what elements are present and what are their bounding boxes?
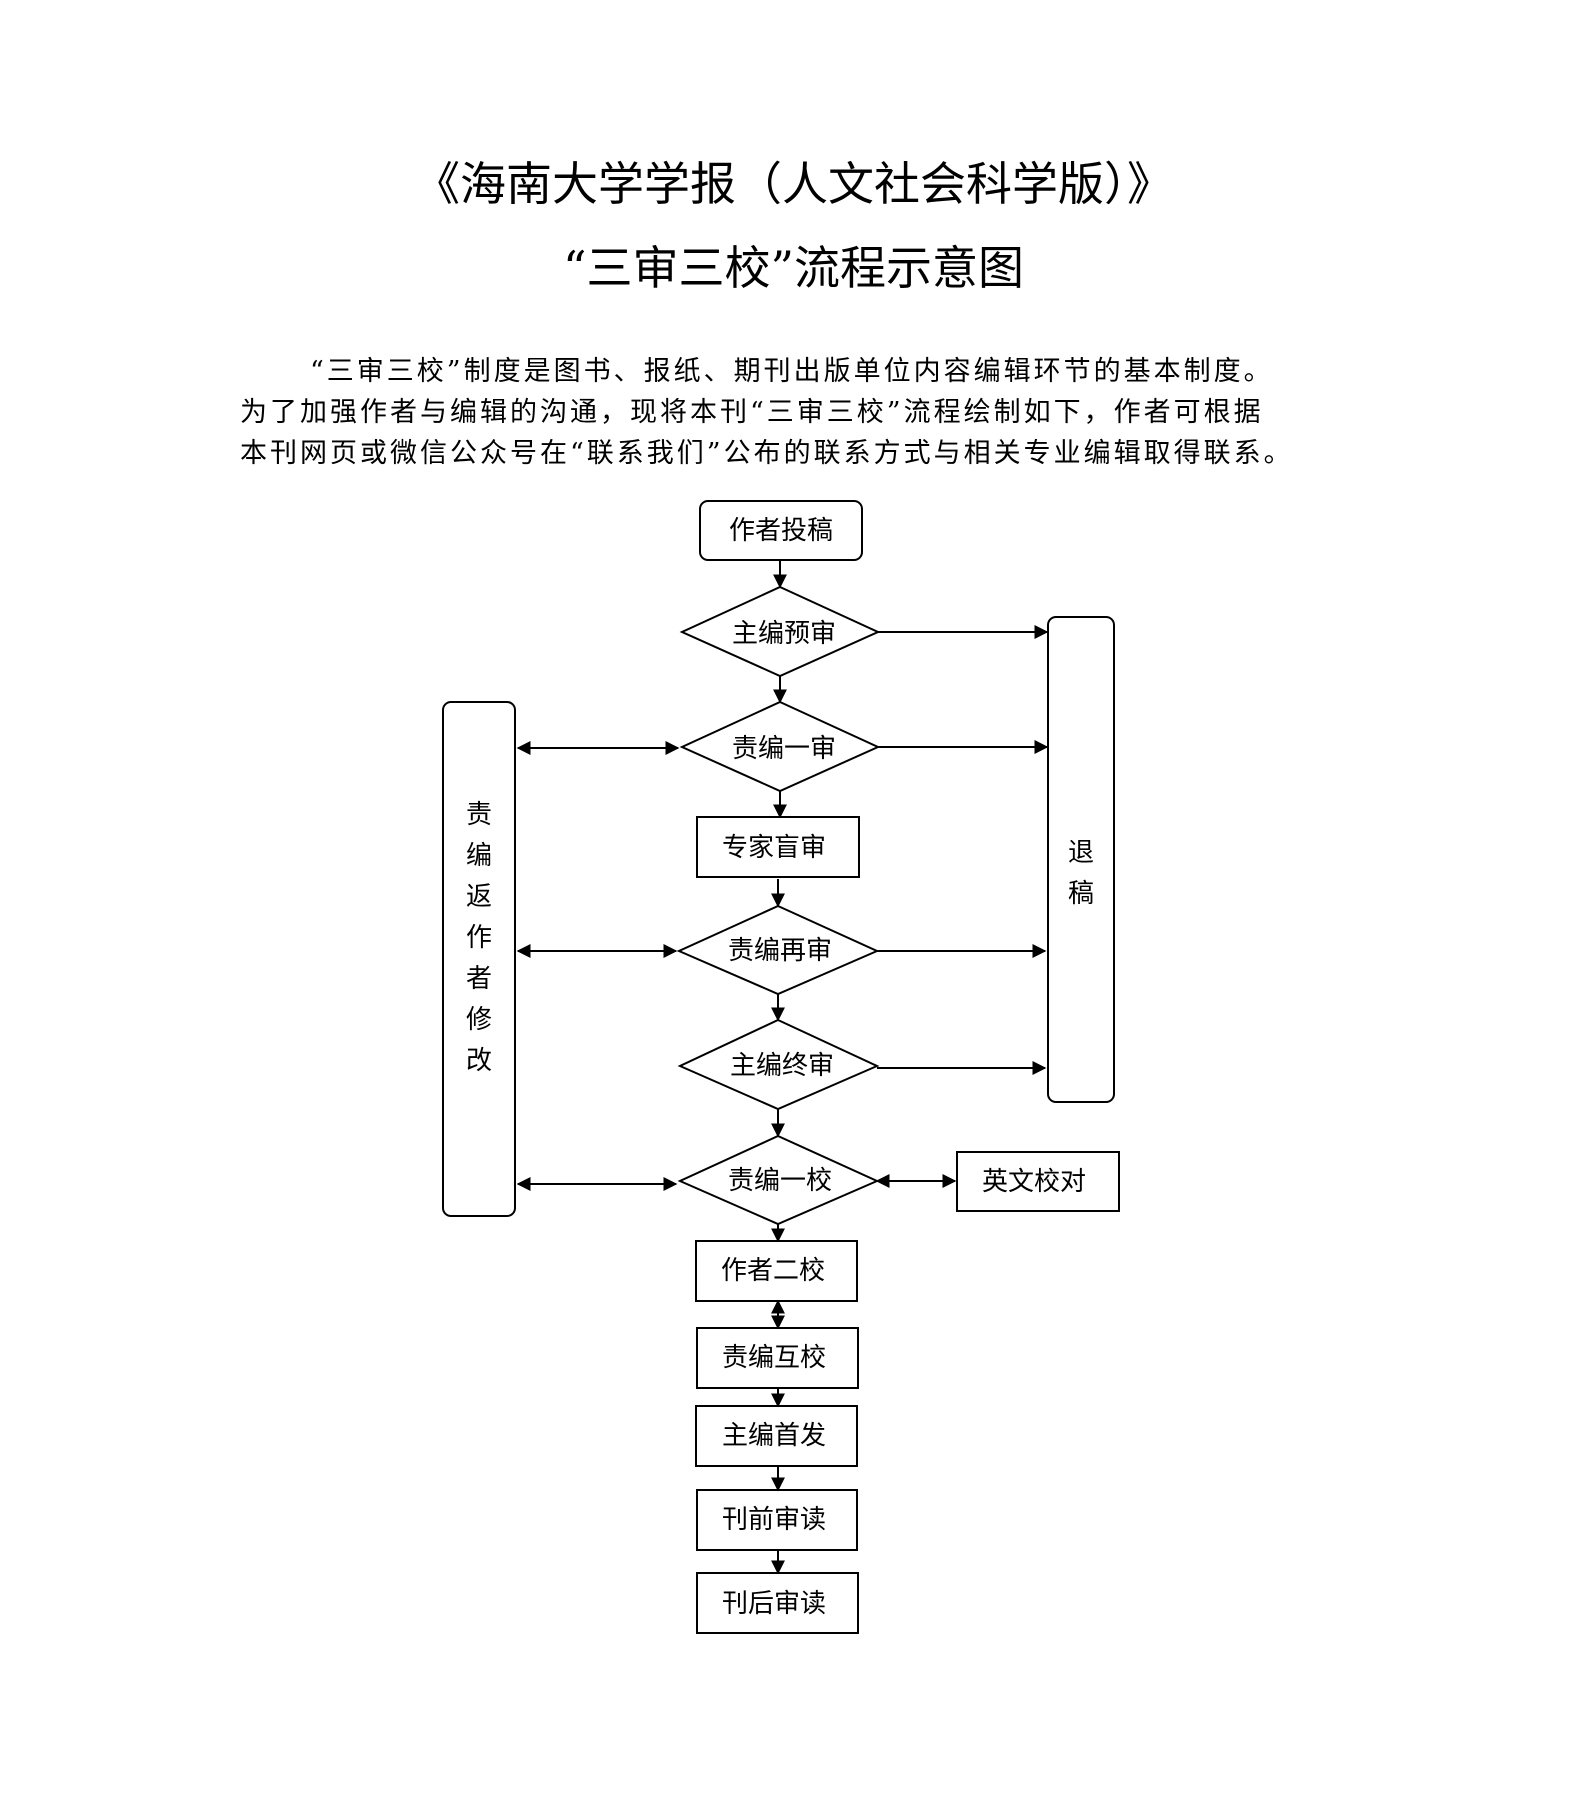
- label-final-review: 主编终审: [730, 1051, 834, 1081]
- label-post-print-review: 刊后审读: [722, 1589, 826, 1619]
- label-return-author-char: 者: [466, 964, 492, 994]
- intro-line-1: “三审三校”制度是图书、报纸、期刊出版单位内容编辑环节的基本制度。: [310, 356, 1274, 387]
- label-author-second-proof: 作者二校: [721, 1256, 825, 1286]
- label-return-author-char: 修: [466, 1005, 492, 1035]
- node-pre-print-review: [696, 1489, 858, 1551]
- label-return-author-char: 编: [466, 841, 492, 871]
- label-return-author-char: 作: [466, 923, 492, 953]
- label-reject-char: 稿: [1068, 879, 1094, 909]
- node-expert-review: [696, 816, 860, 878]
- page-title: 《海南大学学报（人文社会科学版）》: [414, 157, 1173, 211]
- label-return-author-char: 改: [466, 1046, 492, 1076]
- intro-line-2: 为了加强作者与编辑的沟通，现将本刊“三审三校”流程绘制如下，作者可根据: [240, 397, 1264, 428]
- node-first-proof: [677, 1134, 880, 1226]
- node-post-print-review: [696, 1572, 859, 1634]
- label-prereview: 主编预审: [732, 619, 836, 649]
- label-pre-print-review: 刊前审读: [722, 1505, 826, 1535]
- intro-line-3: 本刊网页或微信公众号在“联系我们”公布的联系方式与相关专业编辑取得联系。: [240, 438, 1294, 469]
- node-final-review: [677, 1018, 880, 1111]
- label-return-author-char: 返: [466, 882, 492, 912]
- label-second-review: 责编再审: [728, 936, 832, 966]
- node-return-author: [442, 701, 516, 1217]
- label-first-review: 责编一审: [732, 734, 836, 764]
- intro-paragraph: “三审三校”制度是图书、报纸、期刊出版单位内容编辑环节的基本制度。 为了加强作者…: [240, 351, 1350, 474]
- label-first-proof: 责编一校: [728, 1166, 832, 1196]
- node-reject: [1047, 616, 1115, 1103]
- label-reject-char: 退: [1068, 838, 1094, 868]
- node-first-review: [679, 700, 881, 793]
- node-second-review: [676, 904, 880, 996]
- node-english-proof: [956, 1151, 1120, 1212]
- label-return-author-char: 责: [466, 800, 492, 830]
- node-submit: [699, 500, 863, 561]
- label-english-proof: 英文校对: [982, 1167, 1086, 1197]
- page-subtitle: “三审三校”流程示意图: [562, 241, 1025, 295]
- label-editor-mutual-proof: 责编互校: [722, 1343, 826, 1373]
- node-chief-release: [695, 1405, 858, 1467]
- node-prereview: [679, 585, 881, 678]
- label-submit: 作者投稿: [729, 516, 833, 546]
- label-chief-release: 主编首发: [722, 1421, 826, 1451]
- node-editor-mutual-proof: [696, 1327, 859, 1389]
- node-author-second-proof: [695, 1240, 858, 1302]
- label-expert-review: 专家盲审: [722, 833, 826, 863]
